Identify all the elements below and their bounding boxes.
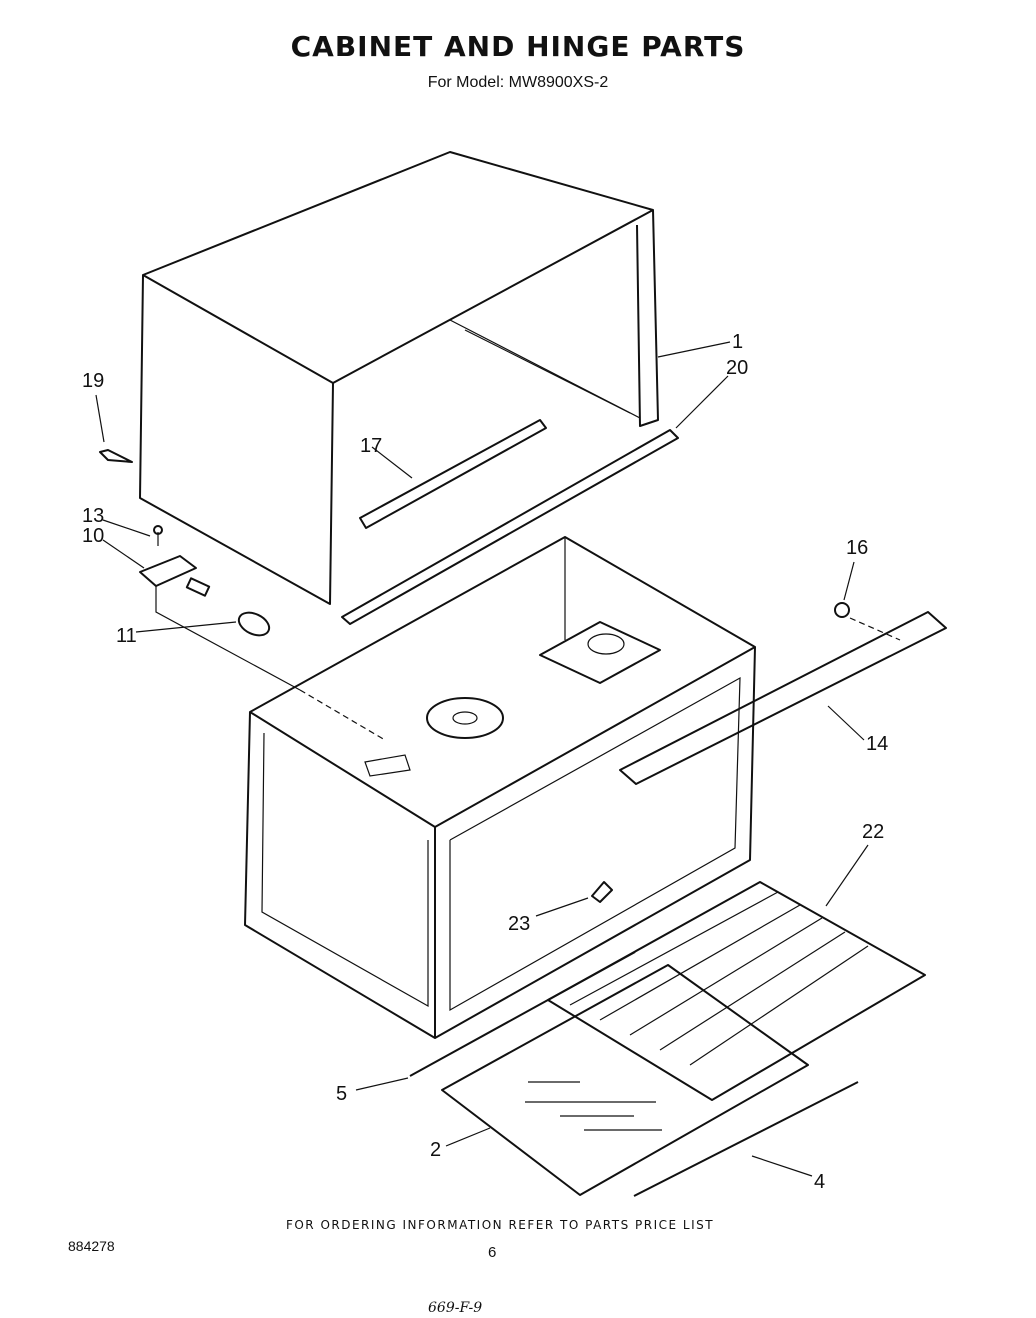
model-subtitle: For Model: MW8900XS-2 [427, 74, 609, 91]
oven-frame [244, 536, 901, 1039]
callout-23: 23 [508, 913, 530, 935]
leader-lines [95, 341, 869, 1177]
callout-4: 4 [814, 1171, 825, 1193]
callout-5: 5 [336, 1083, 347, 1105]
callout-13: 13 [82, 505, 104, 527]
callout-14: 14 [866, 733, 888, 755]
document-number: 884278 [68, 1238, 115, 1254]
part-19-screw [99, 449, 133, 463]
part-22-tray [547, 881, 926, 1101]
page-number: 6 [488, 1244, 497, 1261]
hinge-lamp-assembly [139, 525, 386, 741]
callout-11: 11 [116, 625, 137, 647]
callout-10: 10 [82, 525, 104, 547]
page-title: CABINET AND HINGE PARTS [290, 30, 746, 63]
callout-20: 20 [726, 357, 748, 379]
callout-16: 16 [846, 537, 868, 559]
callout-1: 1 [732, 331, 743, 353]
callout-19: 19 [82, 370, 104, 392]
part-16-nut [834, 602, 850, 618]
callout-22: 22 [862, 821, 884, 843]
part-4-strip [633, 1081, 859, 1197]
part-2-panel [441, 964, 809, 1196]
part-14-rail [619, 611, 947, 785]
part-23-clip [591, 881, 613, 903]
part-5-strip [409, 951, 636, 1077]
part-17-strip [359, 419, 547, 529]
cabinet-wrapper [139, 151, 659, 605]
handwritten-code: 669-F-9 [428, 1300, 483, 1316]
ordering-note: FOR ORDERING INFORMATION REFER TO PARTS … [285, 1218, 715, 1232]
callout-2: 2 [430, 1139, 441, 1161]
callout-17: 17 [360, 435, 382, 457]
part-20-rail [341, 429, 679, 625]
